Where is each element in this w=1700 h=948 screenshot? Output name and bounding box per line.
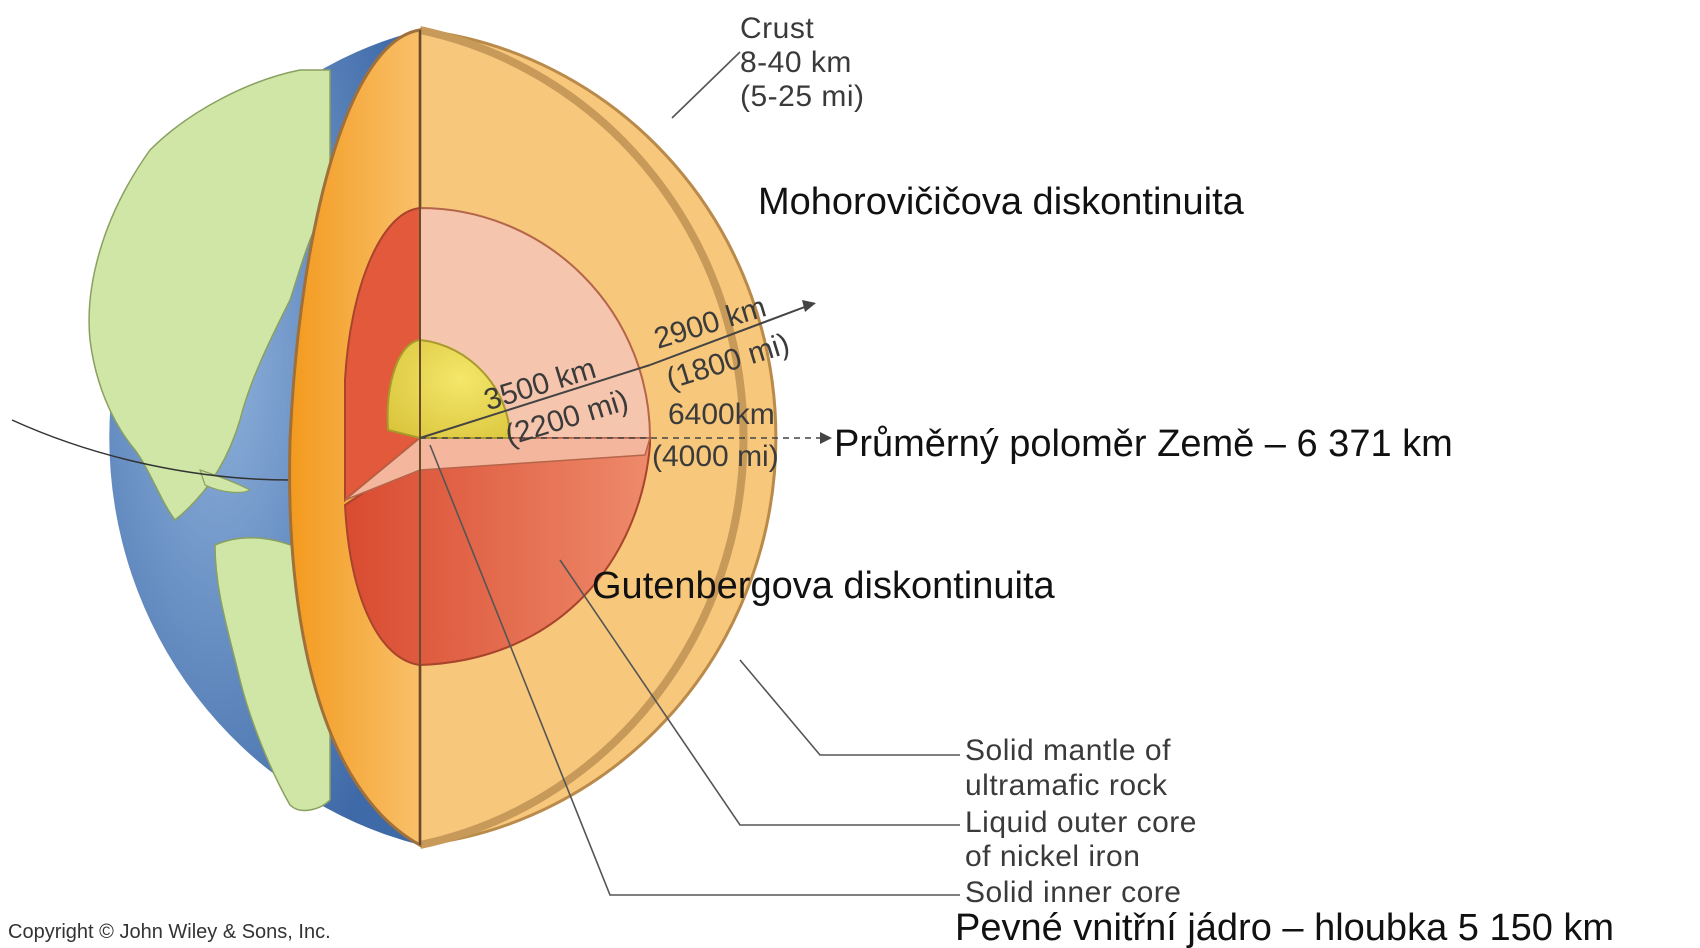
radius-cz-label: Průměrný poloměr Země – 6 371 km: [834, 423, 1453, 465]
outer-core-label-line2: of nickel iron: [965, 840, 1140, 873]
equator-line: [11, 419, 291, 481]
radius-arrowhead: [820, 432, 832, 444]
mantle-label-line1: Solid mantle of: [965, 734, 1171, 767]
crust-leader: [671, 51, 741, 119]
copyright-text: Copyright © John Wiley & Sons, Inc.: [8, 921, 331, 943]
crust-label-line2: 8-40 km: [740, 46, 852, 79]
core-radius-arrow: [419, 364, 651, 439]
mantle-arrowhead: [802, 300, 816, 312]
inner-core-label: Solid inner core: [965, 876, 1181, 909]
outer-core-label-line1: Liquid outer core: [965, 806, 1197, 839]
mantle-label-line2: ultramafic rock: [965, 769, 1168, 802]
inner-core-cz-label: Pevné vnitřní jádro – hloubka 5 150 km: [955, 907, 1614, 948]
north-america-land: [88, 69, 331, 522]
outer-core-top-wedge: [344, 437, 652, 501]
inner-core-leader: [429, 444, 960, 896]
crust-label-line1: Crust: [740, 12, 814, 45]
mantle-thickness-arrow: [649, 304, 811, 366]
crust-label-line3: (5-25 mi): [740, 80, 865, 113]
moho-label: Mohorovičičova diskontinuita: [758, 181, 1245, 223]
mantle-leader: [739, 659, 960, 756]
gutenberg-label: Gutenbergova diskontinuita: [592, 565, 1056, 607]
outer-core-lower-slice: [343, 436, 651, 667]
earth-radius-km: 6400km: [668, 398, 775, 431]
earth-radius-mi: (4000 mi): [652, 440, 779, 473]
outer-core-leader: [559, 559, 960, 826]
